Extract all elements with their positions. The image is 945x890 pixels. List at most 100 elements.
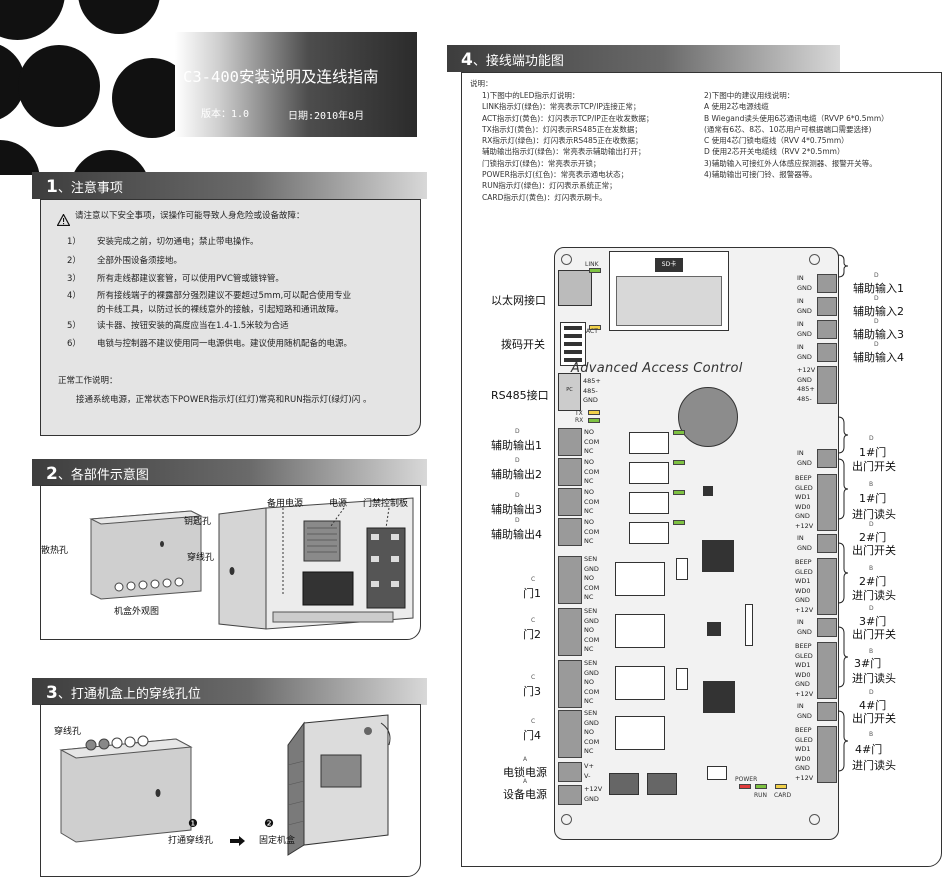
door-3-label: 门3: [523, 685, 541, 698]
rx-led: [588, 418, 600, 423]
board-brand-text: Advanced Access Control: [571, 361, 743, 376]
open-hole-label: 打通穿线孔: [168, 836, 214, 846]
door-1-exit-label-2: 出门开关: [852, 460, 896, 473]
ext-connector: [817, 366, 837, 404]
door-1-exit-label: 1#门: [859, 446, 887, 459]
explain-label: 说明：: [470, 79, 493, 88]
door-1-connector: [558, 556, 582, 604]
vent-label: 散热孔: [41, 546, 69, 556]
wiring-panel: 说明： 1)下图中的LED指示灯说明：LINK指示灯(绿色)：常亮表示TCP/I…: [461, 72, 942, 867]
title-banner: C3-400安装说明及连线指南 版本：1.0 日期:2010年8月: [175, 32, 417, 137]
warning-icon: [56, 211, 71, 227]
card-led-label: CARD: [774, 792, 792, 799]
backup-power-label: 备用电源: [267, 499, 304, 509]
lock-power-terminals: V+V-: [584, 762, 594, 780]
power-led: [739, 784, 751, 789]
door-2-connector: [558, 608, 582, 656]
sd-card-slot: SD卡: [609, 251, 729, 331]
ic-chip: [702, 540, 734, 572]
aux-out-3-label: 辅助输出3: [491, 503, 542, 516]
door-2-reader-label-2: 进门读头: [852, 589, 896, 602]
cable-hole-panel: 穿线孔 ❶ ❷ 打通穿线孔 固定机盒: [40, 704, 421, 877]
rs485-terminals: 485+485-GND: [583, 377, 601, 405]
notes-panel: 请注意以下安全事项，误操作可能导致人身危险或设备故障： 1）安装完成之前，切勿通…: [40, 199, 421, 436]
ethernet-port: [558, 270, 592, 306]
door-1-reader-label: 1#门: [859, 492, 887, 505]
mount-hole-icon: [809, 254, 820, 265]
run-led-label: RUN: [754, 792, 768, 799]
normal-work-title: 正常工作说明：: [58, 376, 118, 386]
aux-led: [673, 460, 685, 465]
ic-chip: [703, 486, 713, 496]
keyhole-label: 钥匙孔: [184, 517, 212, 527]
power-label: 电源: [329, 499, 348, 509]
door-relay: [615, 666, 665, 700]
aux-out-4-connector: [558, 518, 582, 546]
component: [676, 558, 688, 580]
warning-text: 请注意以下安全事项，误操作可能导致人身危险或设备故障：: [75, 211, 305, 221]
mount-hole-icon: [561, 814, 572, 825]
lock-power-label: 电锁电源: [503, 766, 547, 779]
version-label: 版本：1.0: [201, 109, 250, 120]
cable-hole-label: 穿线孔: [187, 553, 215, 563]
ethernet-label: 以太网接口: [491, 294, 546, 307]
case-view-label: 机盒外观图: [114, 607, 160, 617]
relay: [629, 492, 669, 514]
knockout-illustration: [59, 714, 391, 856]
step-1-icon: ❶: [188, 817, 198, 830]
relay: [629, 522, 669, 544]
aux-out-1-label: 辅助输出1: [491, 439, 542, 452]
section-1-header: 1、注意事项: [32, 172, 427, 199]
door-3-reader-label: 3#门: [854, 657, 882, 670]
link-led: [589, 268, 601, 273]
aux-out-1-connector: [558, 428, 582, 456]
section-2-header: 2、各部件示意图: [32, 459, 427, 486]
door-4-exit-connector: [817, 702, 837, 721]
relay: [629, 462, 669, 484]
aux-in-3-connector: [817, 320, 837, 339]
door-1-label: 门1: [523, 587, 541, 600]
normal-work-text: 接通系统电源，正常状态下POWER指示灯(红灯)常亮和RUN指示灯(绿灯)闪 。: [76, 395, 372, 405]
device-power-label: 设备电源: [503, 788, 547, 801]
aux-in-2-connector: [817, 297, 837, 316]
aux-led: [673, 490, 685, 495]
aux-in-1-label: 辅助输入1: [853, 282, 904, 295]
aux-out-2-connector: [558, 458, 582, 486]
aux-in-3-label: 辅助输入3: [853, 328, 904, 341]
bracket-lines: [837, 254, 849, 772]
aux-in-4-label: 辅助输入4: [853, 351, 904, 364]
aux-out-2-label: 辅助输出2: [491, 468, 542, 481]
board-label: 门禁控制板: [363, 499, 409, 509]
door-2-exit-label: 2#门: [859, 531, 887, 544]
act-led: [589, 325, 601, 330]
door-1-exit-connector: [817, 449, 837, 468]
door-2-reader-label: 2#门: [859, 575, 887, 588]
enclosure-illustration: [89, 497, 414, 630]
door-3-reader-connector: [817, 642, 837, 699]
dip-switch: [560, 322, 586, 366]
dip-switch-label: 拨码开关: [501, 338, 545, 351]
aux-out-3-connector: [558, 488, 582, 516]
component: [707, 766, 727, 780]
door-4-connector: [558, 710, 582, 758]
step-2-icon: ❷: [264, 817, 274, 830]
section-4-header: 4、接线端功能图: [447, 45, 840, 72]
aux-in-4-connector: [817, 343, 837, 362]
aux-led: [673, 430, 685, 435]
door-1-reader-label-2: 进门读头: [852, 508, 896, 521]
